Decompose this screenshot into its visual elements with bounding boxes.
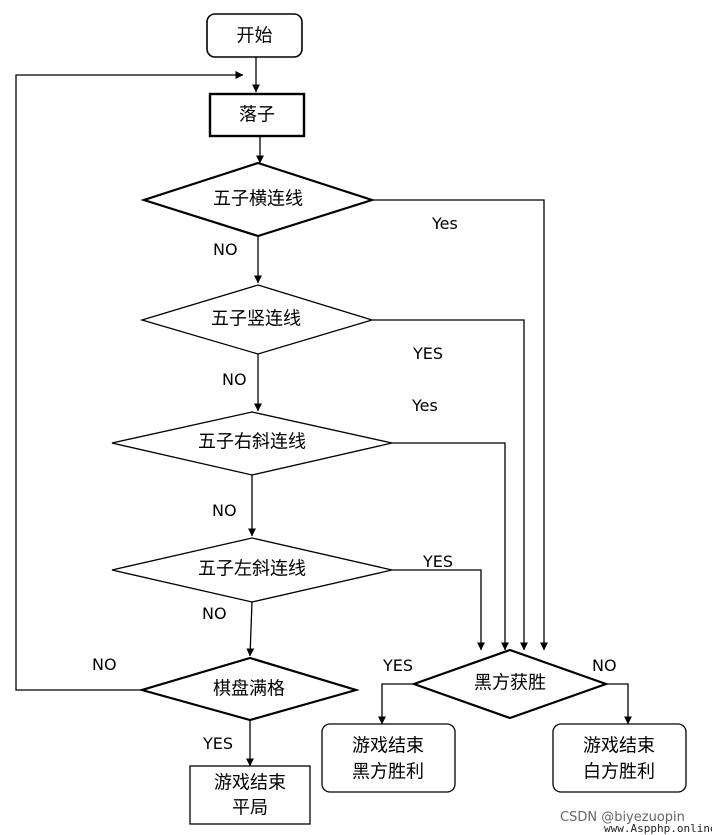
white-end-box xyxy=(552,723,687,793)
draw-end-line2: 平局 xyxy=(232,798,268,819)
label-horizontal-no: NO xyxy=(213,240,238,259)
right-diagonal-label: 五子右斜连线 xyxy=(198,432,306,453)
label-left-diagonal-yes: YES xyxy=(422,552,453,571)
node-place: 落子 xyxy=(208,92,306,138)
node-check-horizontal: 五子横连线 xyxy=(140,161,376,238)
edge-left-diagonal-yes xyxy=(392,569,485,651)
node-check-left-diagonal: 五子左斜连线 xyxy=(111,537,393,603)
horizontal-decision-diamond xyxy=(140,161,376,238)
label-vertical-no: NO xyxy=(222,370,247,389)
black-end-box xyxy=(321,723,456,793)
label-right-diagonal-no: NO xyxy=(212,501,237,520)
board-full-label: 棋盘满格 xyxy=(213,679,285,700)
draw-end-line1: 游戏结束 xyxy=(214,773,286,794)
place-label: 落子 xyxy=(239,105,275,126)
label-horizontal-yes: Yes xyxy=(431,214,458,233)
edge-labels: Yes NO YES NO Yes NO YES NO NO YES YES N… xyxy=(92,214,617,753)
vertical-decision-diamond xyxy=(139,284,375,355)
label-vertical-yes: YES xyxy=(412,344,443,363)
node-start: 开始 xyxy=(206,13,303,58)
draw-end-box xyxy=(189,765,311,825)
label-right-diagonal-yes: Yes xyxy=(411,396,438,415)
start-label: 开始 xyxy=(237,26,273,47)
node-check-vertical: 五子竖连线 xyxy=(139,284,375,355)
white-end-line2: 白方胜利 xyxy=(583,762,655,783)
edge-black-wins-no xyxy=(606,683,632,725)
label-black-wins-no: NO xyxy=(592,656,617,675)
node-black-wins: 黑方获胜 xyxy=(410,648,610,720)
vertical-label: 五子竖连线 xyxy=(211,309,301,330)
board-full-decision-diamond xyxy=(138,656,360,722)
black-end-line2: 黑方胜利 xyxy=(352,762,424,783)
label-black-wins-yes: YES xyxy=(382,656,413,675)
horizontal-label: 五子横连线 xyxy=(213,189,303,210)
black-wins-label: 黑方获胜 xyxy=(474,673,546,694)
label-board-full-yes: YES xyxy=(202,734,233,753)
black-end-line1: 游戏结束 xyxy=(352,736,424,757)
white-end-line1: 游戏结束 xyxy=(583,736,655,757)
node-check-right-diagonal: 五子右斜连线 xyxy=(111,411,393,476)
label-left-diagonal-no: NO xyxy=(202,604,227,623)
left-diagonal-label: 五子左斜连线 xyxy=(198,559,306,580)
left-diagonal-decision-diamond xyxy=(111,537,393,603)
node-black-end: 游戏结束 黑方胜利 xyxy=(321,723,456,793)
black-wins-decision-diamond xyxy=(410,648,610,720)
edge-left-diagonal-no xyxy=(246,601,255,657)
node-board-full: 棋盘满格 xyxy=(138,656,360,722)
start-terminal xyxy=(206,13,303,58)
label-board-full-no: NO xyxy=(92,655,117,674)
csdn-watermark: CSDN @biyezuopin xyxy=(560,810,685,825)
node-white-end: 游戏结束 白方胜利 xyxy=(552,723,687,793)
site-watermark: www.Aspphp.online xyxy=(604,822,712,835)
node-draw-end: 游戏结束 平局 xyxy=(189,765,311,825)
edge-right-diagonal-yes xyxy=(392,442,509,651)
place-process-box xyxy=(208,92,306,138)
edge-horizontal-yes xyxy=(372,199,548,651)
right-diagonal-decision-diamond xyxy=(111,411,393,476)
edge-vertical-yes xyxy=(372,319,528,651)
connectors xyxy=(15,57,632,767)
edge-black-wins-yes xyxy=(378,683,414,725)
edge-board-full-no-loop xyxy=(15,71,244,691)
